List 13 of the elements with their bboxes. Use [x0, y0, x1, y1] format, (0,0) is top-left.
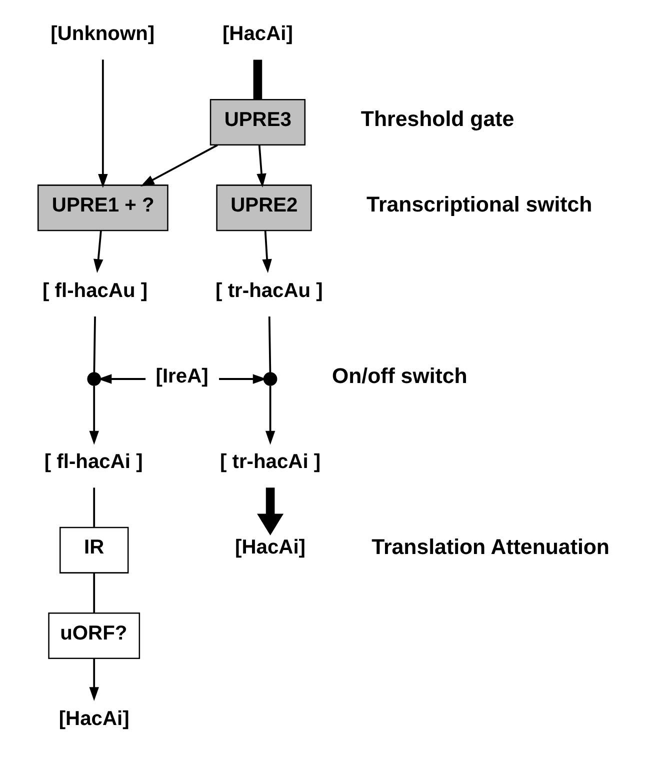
node-text: [ fl-hacAu ]: [42, 279, 148, 302]
label: Threshold gate: [360, 106, 514, 131]
node-text: [HacAi]: [58, 707, 129, 730]
label: On/off switch: [331, 363, 467, 388]
label: Transcriptional switch: [366, 192, 592, 216]
node-text: [ tr-hacAu ]: [215, 279, 322, 302]
node-text: [ fl-hacAi ]: [44, 450, 142, 473]
node-text: [HacAi]: [234, 536, 306, 558]
label: Translation Attenuation: [371, 534, 610, 559]
node-text: [ tr-hacAi ]: [219, 450, 320, 473]
node-text: [HacAi]: [222, 22, 292, 45]
node-text: [Unknown]: [50, 22, 154, 45]
node-text: [IreA]: [155, 365, 208, 388]
